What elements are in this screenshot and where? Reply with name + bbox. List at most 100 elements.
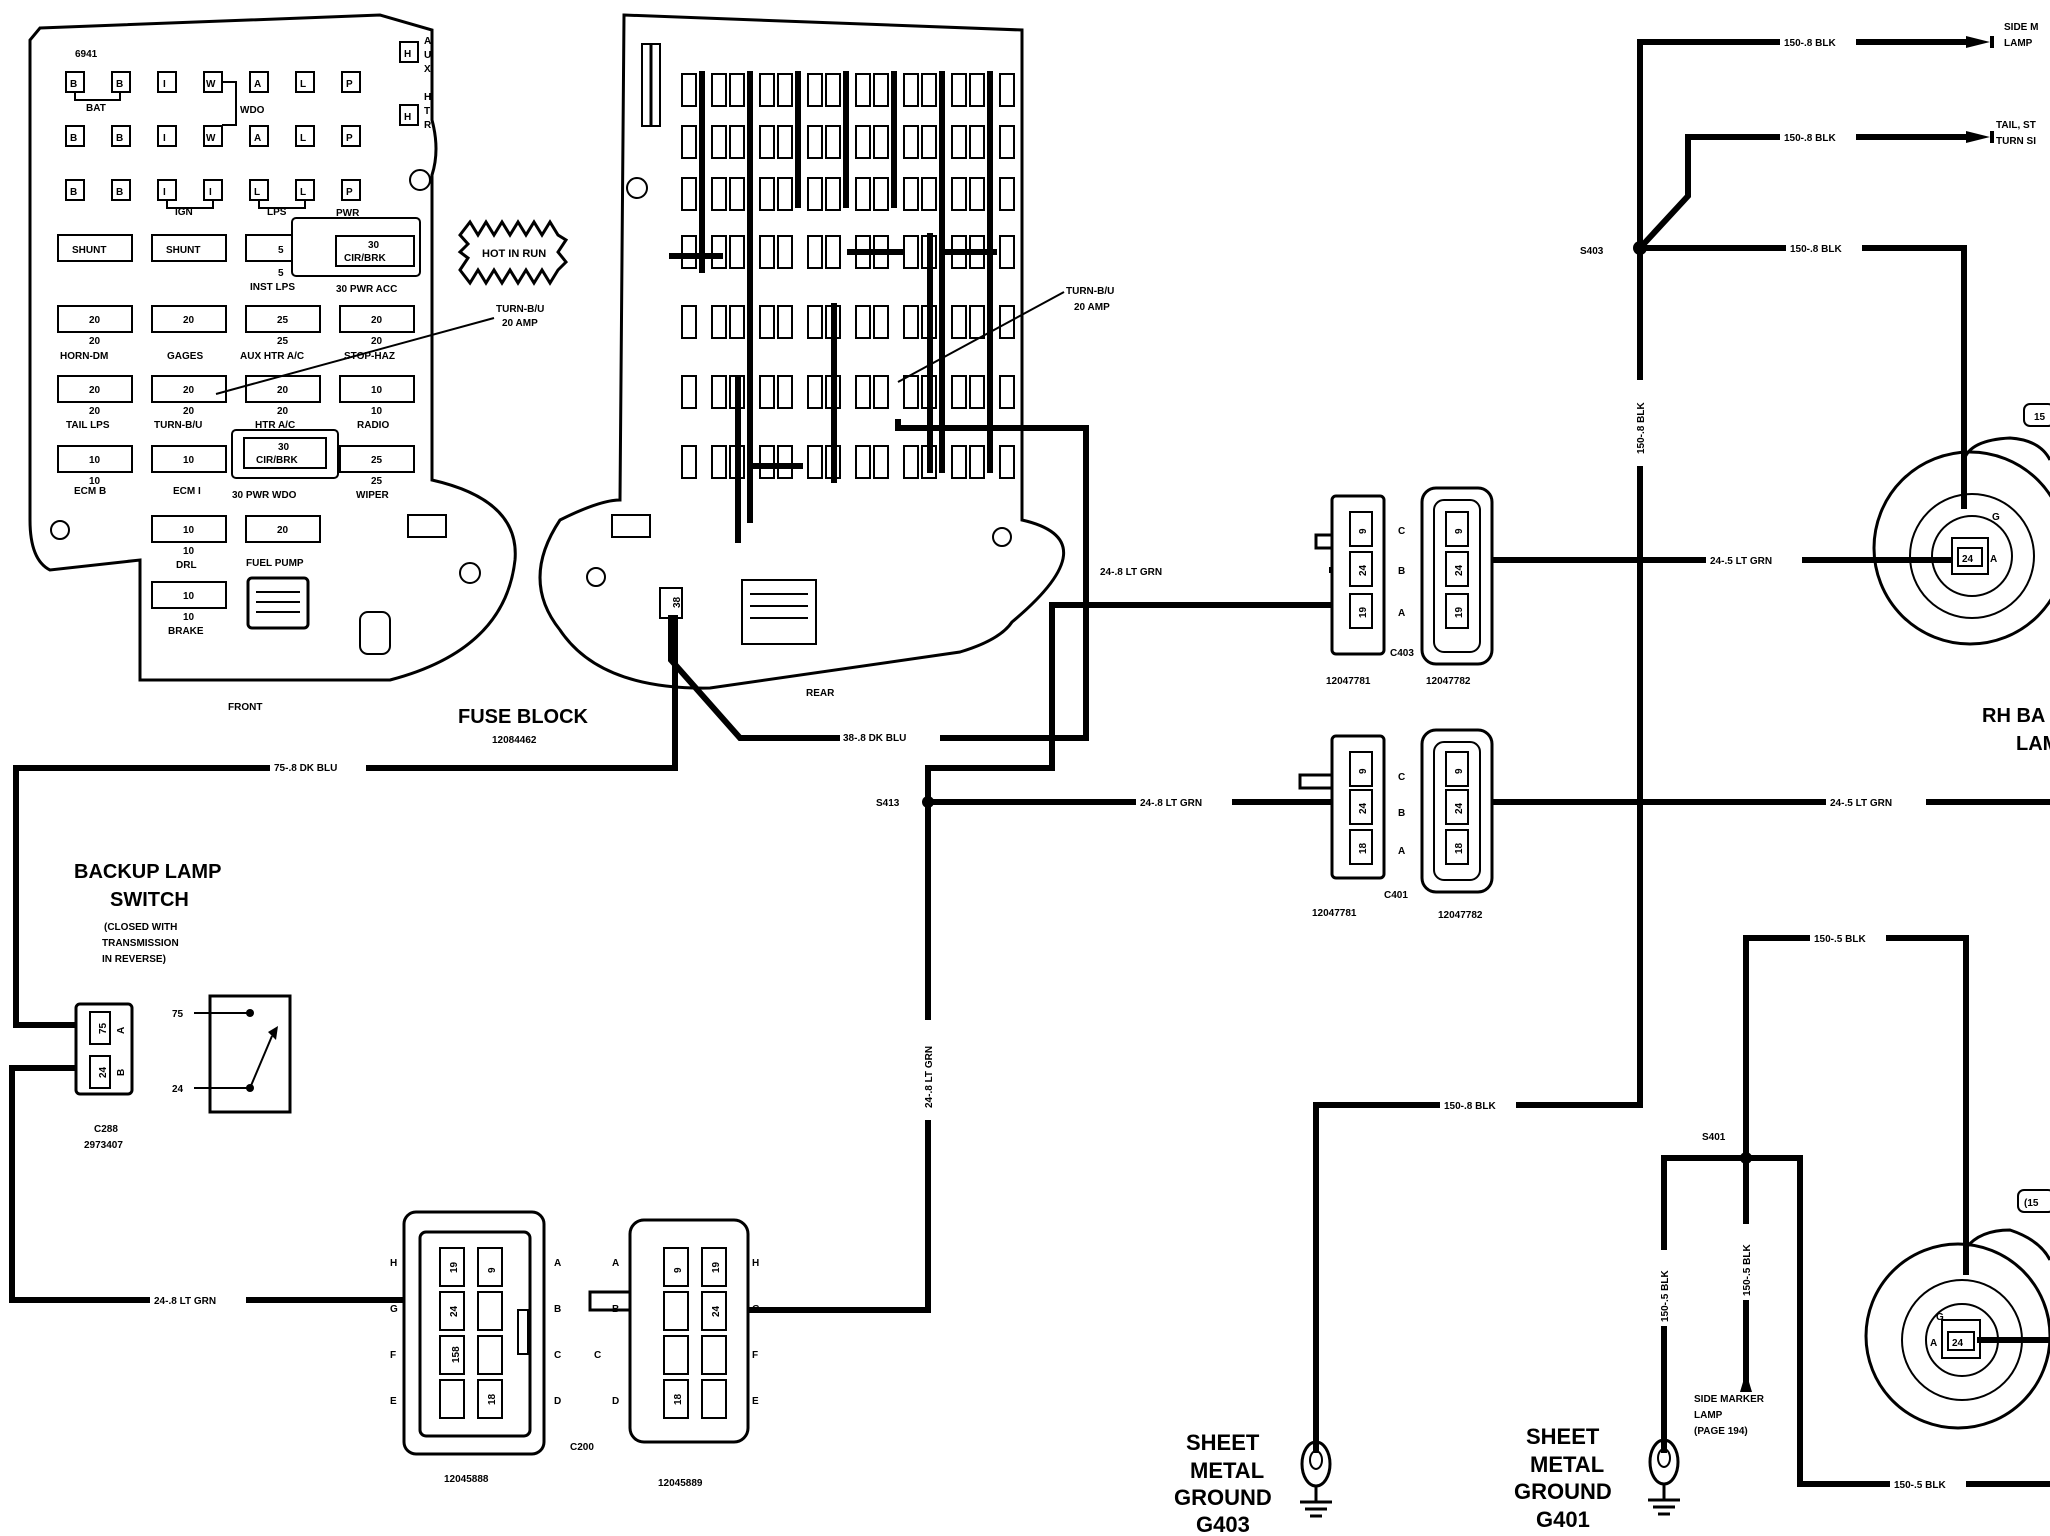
c200-name: C200 [570, 1442, 594, 1453]
aux-a: A [424, 36, 431, 47]
svg-text:9: 9 [673, 1267, 684, 1273]
svg-text:20: 20 [277, 385, 289, 396]
turn-bu-amp-b: 20 AMP [1074, 302, 1110, 313]
c200-part-r: 12045889 [658, 1478, 703, 1489]
svg-text:20: 20 [89, 315, 101, 326]
wire-150-5-blk-d: 150-.5 BLK [1894, 1480, 1946, 1491]
svg-text:24: 24 [1962, 554, 1974, 565]
svg-text:F: F [752, 1350, 758, 1361]
svg-text:L: L [300, 133, 306, 144]
rear-cavity [921, 73, 937, 107]
rear-cavity [681, 125, 697, 159]
svg-text:P: P [346, 79, 353, 90]
rear-cavity [999, 445, 1015, 479]
svg-text:9: 9 [487, 1267, 498, 1273]
rear-cavity [729, 305, 745, 339]
svg-text:IN REVERSE): IN REVERSE) [102, 954, 166, 965]
wire-38-dk-blu: 38-.8 DK BLU [843, 733, 906, 744]
terminal-row-2: B B I W A L P [65, 125, 361, 147]
svg-text:15: 15 [2034, 412, 2046, 423]
svg-text:I: I [163, 133, 166, 144]
rear-cavity [951, 125, 967, 159]
rear-cavity [777, 73, 793, 107]
svg-text:158: 158 [451, 1346, 462, 1363]
svg-text:I: I [209, 187, 212, 198]
rear-cavity [825, 73, 841, 107]
rear-cavity [759, 125, 775, 159]
inst-lps-sub: 5 [278, 268, 284, 279]
rear-cavity [681, 445, 697, 479]
shunt-1: SHUNT [72, 245, 106, 256]
svg-text:19: 19 [711, 1261, 722, 1273]
rear-cavity [951, 375, 967, 409]
svg-text:10: 10 [89, 476, 101, 487]
c401-name: C401 [1384, 890, 1408, 901]
svg-text:A: A [254, 133, 261, 144]
svg-text:A: A [1930, 1338, 1937, 1349]
svg-text:10: 10 [183, 455, 195, 466]
rear-cavity [969, 177, 985, 211]
svg-text:L: L [300, 79, 306, 90]
rear-cavity [807, 305, 823, 339]
rear-cavity [681, 375, 697, 409]
rear-cavity [741, 579, 817, 645]
front-fuse-block: 6941 H H A U X H T R B B I W A L P BAT W… [28, 13, 569, 713]
rear-cavity [903, 305, 919, 339]
rear-cavity [759, 235, 775, 269]
svg-text:X: X [424, 64, 431, 75]
svg-text:TRANSMISSION: TRANSMISSION [102, 938, 179, 949]
svg-text:25: 25 [371, 476, 383, 487]
svg-text:A: A [554, 1258, 561, 1269]
svg-text:RADIO: RADIO [357, 420, 389, 431]
svg-text:9: 9 [1358, 768, 1369, 774]
svg-text:24: 24 [1358, 564, 1369, 576]
svg-text:10: 10 [183, 612, 195, 623]
ground-g401: SHEET METAL GROUND G401 [1514, 1424, 1680, 1532]
backup-title-2: SWITCH [110, 889, 189, 911]
svg-text:B: B [554, 1304, 561, 1315]
svg-text:B: B [1398, 566, 1405, 577]
rear-pin-38: 38 [672, 596, 683, 608]
rear-cavity [903, 235, 919, 269]
svg-text:18: 18 [1454, 842, 1465, 854]
svg-text:10: 10 [371, 406, 383, 417]
rear-cavity [873, 445, 889, 479]
svg-text:B: B [612, 1304, 619, 1315]
ground-g403: SHEET METAL GROUND G403 [1174, 1430, 1332, 1536]
rear-cavity [807, 125, 823, 159]
c288-part: 2973407 [84, 1140, 123, 1151]
svg-text:25: 25 [277, 315, 289, 326]
rear-cavity [777, 235, 793, 269]
rear-cavity [759, 177, 775, 211]
rear-cavity [951, 445, 967, 479]
connector-c401: 9 24 18 C B A 9 24 18 C401 12047781 1204… [1298, 728, 1494, 921]
wire-150-blk-1: 150-.8 BLK [1784, 38, 1836, 49]
svg-text:LAMP: LAMP [1694, 1410, 1723, 1421]
svg-text:25: 25 [277, 336, 289, 347]
connector-c403: 9 24 19 C B A 9 24 19 C403 12047781 1204… [1314, 486, 1494, 687]
rear-cavity [999, 125, 1015, 159]
svg-text:D: D [612, 1396, 619, 1407]
pwr-wdo-label: 30 PWR WDO [232, 490, 297, 501]
wire-24-lt-grn-bot: 24-.8 LT GRN [154, 1296, 216, 1307]
rear-cavity [711, 177, 727, 211]
rear-cavity [969, 73, 985, 107]
rear-fuse-block: REAR 38 TURN-B/U 20 AMP [538, 13, 1114, 699]
svg-text:E: E [752, 1396, 759, 1407]
svg-text:GROUND: GROUND [1514, 1479, 1612, 1504]
svg-text:18: 18 [487, 1393, 498, 1405]
aux-h: H [404, 49, 411, 60]
rear-cavity [969, 445, 985, 479]
svg-text:20: 20 [89, 336, 101, 347]
svg-text:24: 24 [98, 1066, 109, 1078]
rear-cavity [855, 305, 871, 339]
rear-cavity [711, 375, 727, 409]
svg-text:ECM B: ECM B [74, 486, 106, 497]
cir-brk-label: CIR/BRK [344, 253, 386, 264]
svg-text:24: 24 [1952, 1338, 1964, 1349]
svg-text:(PAGE 194): (PAGE 194) [1694, 1426, 1748, 1437]
svg-text:A: A [116, 1027, 127, 1034]
rear-label: REAR [806, 688, 835, 699]
rear-cavity [969, 375, 985, 409]
